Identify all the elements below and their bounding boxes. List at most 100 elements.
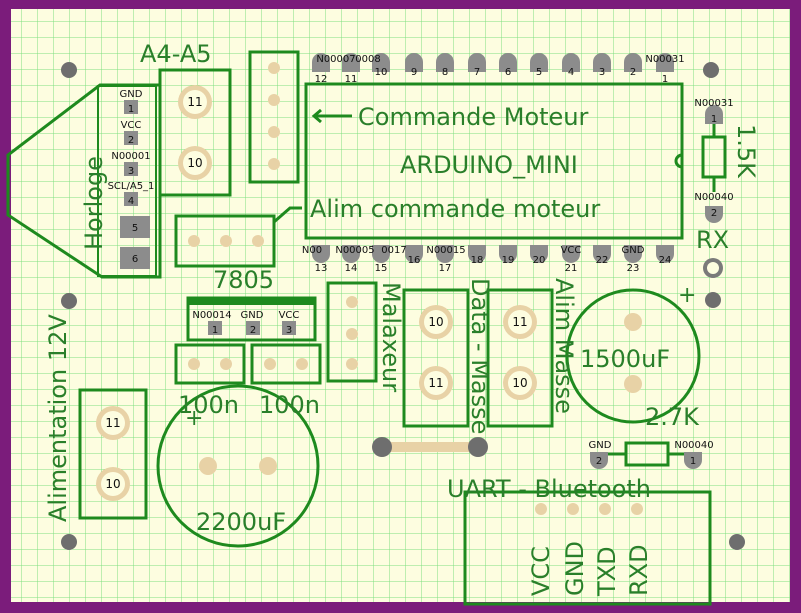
label-27k: 2.7K — [645, 403, 700, 431]
label-uart-gnd: GND — [561, 541, 589, 596]
malaxeur-terminal-outline — [402, 288, 470, 428]
mount-hole — [729, 534, 745, 550]
r27k-pin-shapes — [590, 452, 702, 469]
reg-num-1: 1 — [212, 325, 218, 336]
reg-num-2: 2 — [250, 325, 256, 336]
pad-header4-2 — [268, 94, 280, 106]
label-a4a5: A4-A5 — [140, 40, 212, 68]
pad-num: 11 — [512, 315, 527, 329]
alim12v-terminal-outline — [78, 388, 148, 520]
rpin — [705, 105, 723, 124]
label-alim-commande-moteur: Alim commande moteur — [310, 195, 600, 223]
pad-1500-2 — [624, 375, 642, 393]
pad-hole — [424, 371, 448, 395]
malaxeur-header-outline — [326, 281, 378, 383]
board-grid — [11, 9, 790, 602]
arduino-outline — [304, 82, 684, 240]
pad-num: 10 — [105, 477, 120, 491]
rpin — [590, 452, 608, 469]
pad-hole — [183, 151, 207, 175]
apin — [372, 245, 390, 263]
arduino-bot-net: VCC — [561, 245, 582, 256]
pad-num: 10 — [187, 156, 202, 170]
apin — [499, 245, 517, 263]
arduino-pin-6: 6 — [505, 67, 511, 78]
r15k-pin-shapes — [705, 105, 723, 223]
arduino-pin-2: 2 — [630, 67, 636, 78]
uart-outline — [463, 490, 712, 606]
data-masse-terminal-outline — [486, 288, 554, 428]
mount-hole — [703, 62, 719, 78]
reg7805-pin-squares — [208, 321, 296, 335]
header-4pin-outline — [248, 50, 300, 184]
pad-malax-hdr-3 — [346, 358, 358, 370]
arduino-pin-12: 12 — [315, 74, 328, 85]
apin — [624, 245, 642, 263]
apin — [593, 245, 611, 263]
pad-alimcmd-3 — [252, 235, 264, 247]
arduino-pin-20: 20 — [533, 255, 546, 266]
label-alimentation-12v: Alimentation 12V — [44, 314, 72, 522]
arduino-bot-net: N00015 — [426, 245, 465, 256]
hpin-5 — [120, 216, 150, 238]
reg-net-2: GND — [241, 310, 264, 321]
apin — [312, 245, 330, 263]
label-1500uf: 1500uF — [580, 345, 670, 373]
reg-net-3: VCC — [279, 310, 300, 321]
small-pads — [188, 62, 643, 515]
silkscreen-outlines — [6, 50, 727, 606]
label-uart-vcc: VCC — [527, 546, 555, 596]
hpin — [124, 162, 138, 176]
apin — [436, 53, 454, 72]
pad-100n-a-1 — [188, 358, 200, 370]
pad-num: 11 — [105, 416, 120, 430]
pad-header4-4 — [268, 158, 280, 170]
label-2200uf: 2200uF — [196, 508, 286, 536]
mount-hole — [61, 293, 77, 309]
r27k-num-2: 1 — [690, 456, 696, 467]
horloge-num-2: 2 — [128, 135, 134, 146]
cap100n-a-outline — [174, 343, 246, 385]
hpin — [124, 131, 138, 145]
arduino-top-net2: 0008 — [355, 54, 380, 65]
apin — [342, 53, 360, 72]
arduino-pin-15: 15 — [375, 263, 388, 274]
apin — [530, 245, 548, 263]
horloge-net-2: VCC — [121, 120, 142, 131]
arduino-pin-5: 5 — [536, 67, 542, 78]
arduino-top-pin-shapes — [312, 53, 674, 72]
pad-num: 11 — [428, 376, 443, 390]
pad-100n-b-1 — [264, 358, 276, 370]
pad-uart-4 — [631, 503, 643, 515]
label-arduino-mini: ARDUINO_MINI — [400, 151, 578, 179]
rpin — [246, 321, 260, 335]
label-uart-rxd: RXD — [625, 544, 653, 596]
label-data-masse: Data - Masse — [466, 278, 494, 434]
arduino-pin-23: 23 — [627, 263, 640, 274]
arduino-pin-16: 16 — [408, 255, 421, 266]
apin — [562, 245, 580, 263]
pad-num: 11 — [187, 95, 202, 109]
arduino-top-net1: N00007 — [316, 54, 355, 65]
arduino-pin-3: 3 — [599, 67, 605, 78]
label-100n-a: 100n — [178, 391, 239, 419]
pad-hole — [508, 310, 532, 334]
apin — [342, 245, 360, 263]
pad-hole — [508, 371, 532, 395]
r15k-num-2: 2 — [711, 208, 717, 219]
arduino-pin-8: 8 — [442, 67, 448, 78]
label-uart-txd: TXD — [593, 546, 621, 597]
arrowhead-cmd-moteur — [311, 108, 322, 124]
silk-labels: A4-A5 Commande Moteur ARDUINO_MINI Alim … — [44, 40, 760, 597]
apin — [468, 53, 486, 72]
apin — [468, 245, 486, 263]
mounting-holes — [61, 62, 745, 550]
pad-100n-b-2 — [296, 358, 308, 370]
arduino-pin-7: 7 — [474, 67, 480, 78]
horloge-net-3: N00001 — [111, 151, 150, 162]
apin — [312, 53, 330, 72]
mount-hole — [61, 534, 77, 550]
terminal-pad-holes — [101, 90, 532, 496]
reg-num-3: 3 — [286, 325, 292, 336]
pad-alimcmd-1 — [188, 235, 200, 247]
